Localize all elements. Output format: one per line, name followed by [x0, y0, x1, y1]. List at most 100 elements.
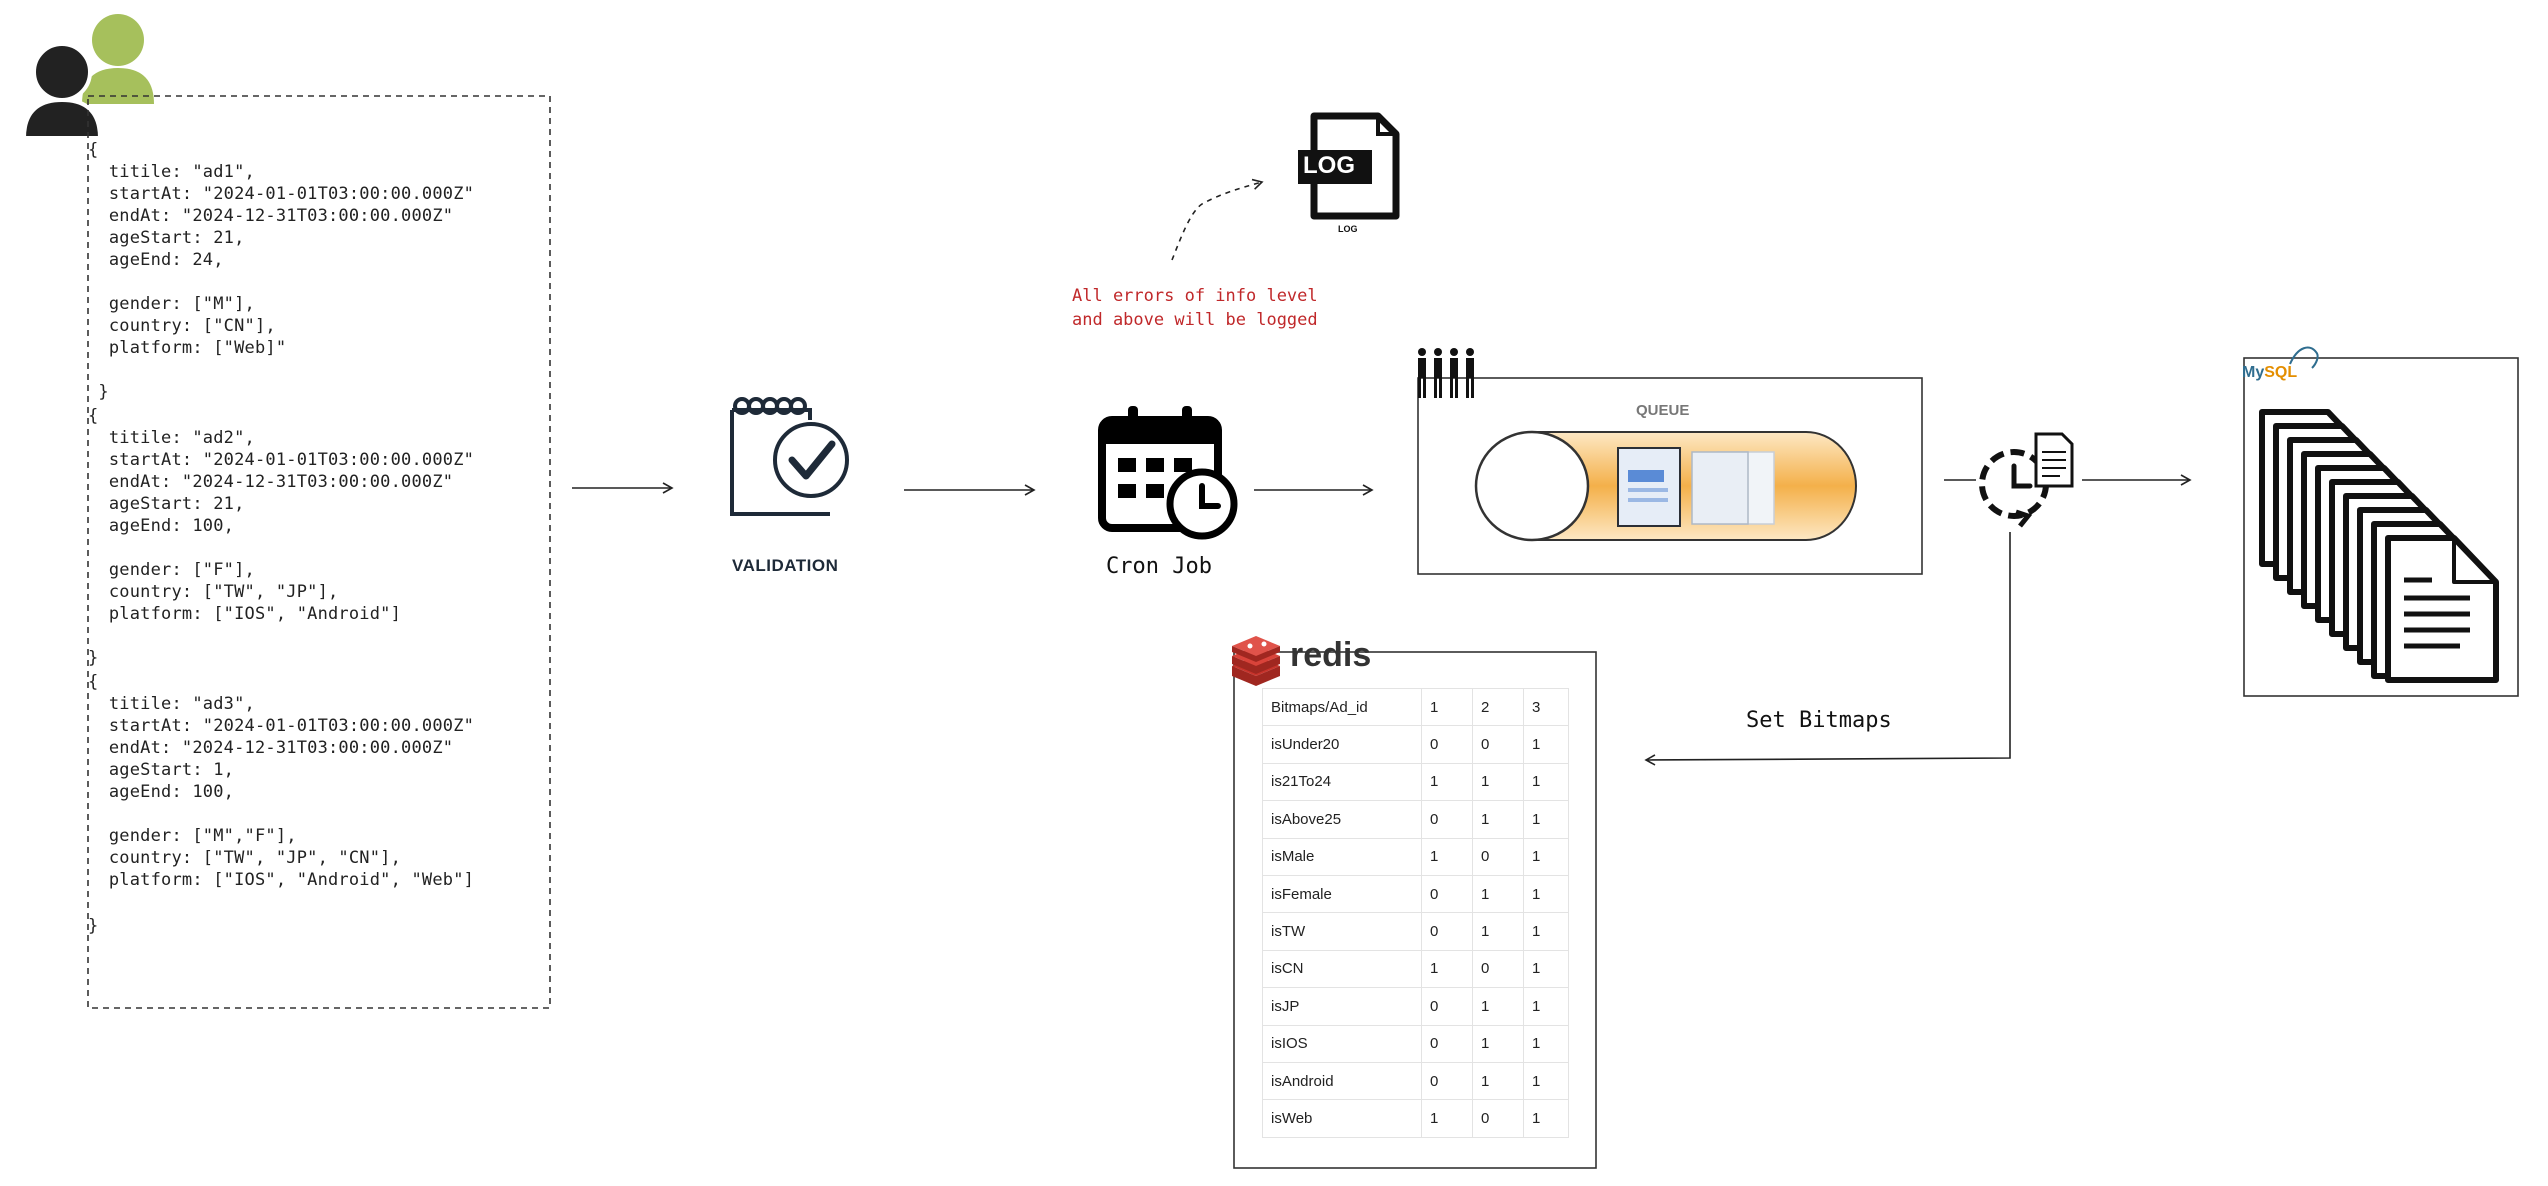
table-cell: 1	[1523, 762, 1569, 802]
table-cell: 1	[1421, 837, 1473, 876]
scheduled-document-icon	[1979, 432, 2074, 528]
redis-logo-icon	[1232, 636, 1280, 686]
table-cell: 0	[1472, 725, 1524, 764]
table-header-cell: Bitmaps/Ad_id	[1262, 687, 1422, 727]
table-cell: 1	[1523, 874, 1569, 914]
table-cell: 1	[1472, 987, 1524, 1026]
payload-line: startAt: "2024-01-01T03:00:00.000Z"	[88, 716, 475, 736]
mysql-label-sql: SQL	[2264, 364, 2298, 381]
queue-box	[1417, 377, 1923, 575]
table-cell: 1	[1523, 837, 1569, 876]
users-icon	[21, 14, 154, 140]
payload-line: titile: "ad1",	[88, 162, 255, 182]
queue-cylinder-icon	[1474, 430, 1857, 542]
set-bitmaps-label: Set Bitmaps	[1746, 708, 1892, 733]
log-caption: LOG	[1338, 224, 1358, 234]
table-cell: isAbove25	[1262, 800, 1422, 839]
cron-job-label: Cron Job	[1106, 554, 1212, 579]
table-cell: isMale	[1262, 837, 1422, 876]
table-cell: 1	[1523, 725, 1569, 764]
payload-line: gender: ["F"],	[88, 560, 255, 580]
payload-line: gender: ["M"],	[88, 294, 255, 314]
table-cell: isCN	[1262, 949, 1422, 989]
table-cell: 1	[1523, 1099, 1569, 1138]
log-badge-text: LOG	[1303, 152, 1355, 179]
log-note-line-2: and above will be logged	[1072, 310, 1318, 330]
table-cell: 0	[1472, 949, 1524, 989]
table-cell: 0	[1421, 987, 1473, 1026]
redis-label: redis	[1290, 636, 1372, 674]
table-cell: 0	[1421, 874, 1473, 914]
table-cell: isJP	[1262, 987, 1422, 1026]
payload-line: ageStart: 21,	[88, 228, 245, 248]
payload-line: titile: "ad3",	[88, 694, 255, 714]
payload-line: gender: ["M","F"],	[88, 826, 297, 846]
payload-line: country: ["TW", "JP"],	[88, 582, 339, 602]
payload-line: endAt: "2024-12-31T03:00:00.000Z"	[88, 472, 454, 492]
payload-line: platform: ["IOS", "Android", "Web"]	[88, 870, 475, 890]
log-file-icon	[1298, 112, 1400, 220]
payload-line: {	[88, 406, 99, 426]
table-cell: 1	[1472, 1061, 1524, 1101]
table-cell: 1	[1523, 912, 1569, 951]
table-cell: 1	[1421, 949, 1473, 989]
payload-line: platform: ["IOS", "Android"]	[88, 604, 402, 624]
table-cell: 1	[1472, 874, 1524, 914]
log-note-line-1: All errors of info level	[1072, 286, 1318, 306]
table-cell: 1	[1421, 762, 1473, 802]
redis-box	[1233, 651, 1597, 1169]
table-header-row: Bitmaps/Ad_id 1 2 3	[1262, 687, 1569, 727]
payload-line: endAt: "2024-12-31T03:00:00.000Z"	[88, 738, 454, 758]
calendar-clock-icon	[1098, 406, 1238, 540]
table-cell: 0	[1421, 912, 1473, 951]
mysql-label: MySQL	[2242, 364, 2297, 382]
payload-line: }	[88, 382, 109, 402]
mysql-label-my: My	[2242, 364, 2265, 381]
table-cell: isTW	[1262, 912, 1422, 951]
payload-line: ageStart: 1,	[88, 760, 235, 780]
payload-line: }	[88, 916, 99, 936]
payload-line: ageStart: 21,	[88, 494, 245, 514]
table-cell: 1	[1421, 1099, 1473, 1138]
table-cell: 0	[1421, 725, 1473, 764]
table-cell: 1	[1472, 762, 1524, 802]
validation-label: VALIDATION	[732, 556, 839, 575]
payload-line: titile: "ad2",	[88, 428, 255, 448]
table-cell: 1	[1523, 1024, 1569, 1063]
table-cell: 0	[1472, 837, 1524, 876]
table-cell: 1	[1523, 949, 1569, 989]
table-cell: 0	[1421, 800, 1473, 839]
table-header-cell: 3	[1523, 687, 1569, 727]
arrow-to-log	[1171, 178, 1264, 261]
people-icon	[1418, 348, 1474, 398]
payload-line: startAt: "2024-01-01T03:00:00.000Z"	[88, 450, 475, 470]
table-cell: 1	[1472, 912, 1524, 951]
table-cell: isIOS	[1262, 1024, 1422, 1063]
table-cell: 1	[1472, 800, 1524, 839]
payload-line: country: ["TW", "JP", "CN"],	[88, 848, 402, 868]
payload-line: }	[88, 648, 99, 668]
table-cell: 1	[1523, 800, 1569, 839]
table-header-cell: 2	[1472, 687, 1524, 727]
table-cell: isWeb	[1262, 1099, 1422, 1138]
payload-line: country: ["CN"],	[88, 316, 276, 336]
validation-icon	[730, 397, 849, 516]
queue-label: QUEUE	[1636, 402, 1690, 419]
mysql-box	[2243, 357, 2519, 697]
table-header-cell: 1	[1421, 687, 1473, 727]
table-cell: 1	[1523, 987, 1569, 1026]
table-cell: 0	[1421, 1024, 1473, 1063]
table-cell: isAndroid	[1262, 1061, 1422, 1101]
table-cell: 0	[1421, 1061, 1473, 1101]
payload-line: platform: ["Web]"	[88, 338, 287, 358]
payload-line: ageEnd: 24,	[88, 250, 224, 270]
request-payload: { titile: "ad1", startAt: "2024-01-01T03…	[88, 140, 558, 1000]
payload-line: ageEnd: 100,	[88, 782, 235, 802]
